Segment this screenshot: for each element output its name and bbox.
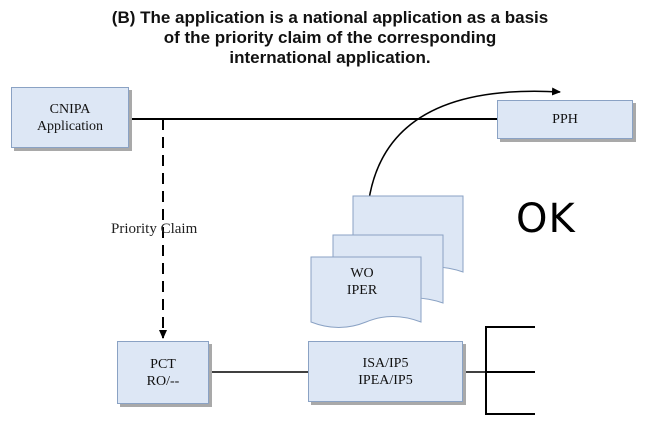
isa-ipea-node: ISA/IP5 IPEA/IP5 xyxy=(308,341,463,402)
designated-offices-bracket xyxy=(485,326,535,415)
pct-ro-node: PCT RO/-- xyxy=(117,341,209,404)
ok-status-label: OK xyxy=(516,196,576,242)
isa-label-line-2: IPEA/IP5 xyxy=(358,372,413,388)
cnipa-application-node: CNIPA Application xyxy=(11,87,129,148)
title-line-1: (B) The application is a national applic… xyxy=(111,8,549,27)
diagram-title: (B) The application is a national applic… xyxy=(60,8,600,68)
cnipa-label-line-1: CNIPA xyxy=(49,101,91,117)
cnipa-label-line-2: Application xyxy=(36,118,104,134)
wo-to-pph-arrow xyxy=(366,87,561,218)
title-line-3: international application. xyxy=(229,48,431,67)
document-sheet-front xyxy=(310,256,422,328)
pph-node: PPH xyxy=(497,100,633,139)
isa-label-line-1: ISA/IP5 xyxy=(362,355,409,371)
title-line-2: of the priority claim of the correspondi… xyxy=(163,28,497,47)
pct-label-line-2: RO/-- xyxy=(146,373,180,389)
wo-label-line-2: IPER xyxy=(346,283,378,298)
pph-label: PPH xyxy=(552,112,578,127)
wo-label-line-1: WO xyxy=(350,266,374,281)
priority-claim-label: Priority Claim xyxy=(111,221,198,237)
pct-label-line-1: PCT xyxy=(150,356,176,372)
wo-iper-document-label: WO IPER xyxy=(322,265,402,299)
